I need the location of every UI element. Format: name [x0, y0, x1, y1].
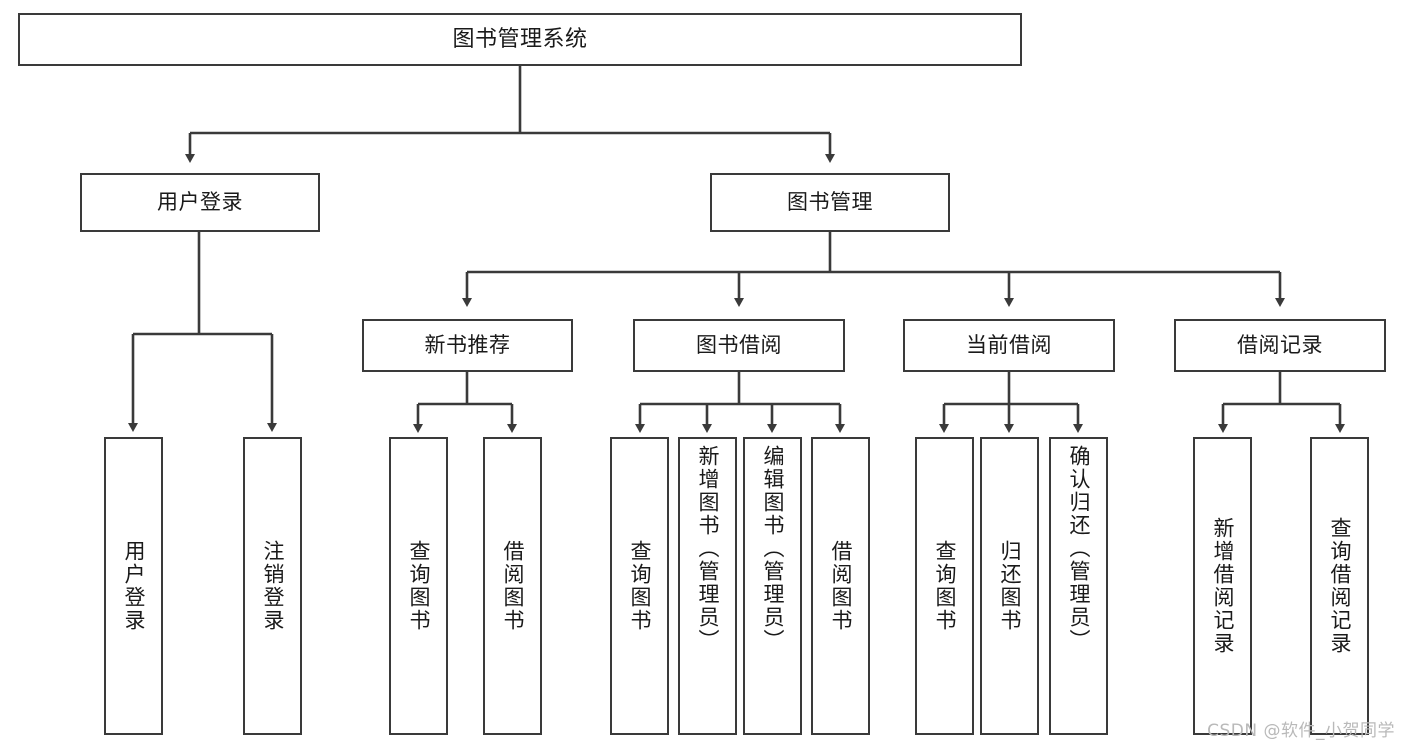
node-label: 用户登录 [122, 540, 146, 632]
node-label: 编辑图书（管理员） [761, 445, 785, 652]
csdn-watermark: CSDN @软件_小贺同学 [1207, 721, 1395, 741]
node-current-borrow[interactable]: 当前借阅 [903, 319, 1115, 372]
leaf-query-book-current[interactable]: 查询图书 [915, 437, 974, 735]
leaf-borrow-book-new[interactable]: 借阅图书 [483, 437, 542, 735]
leaf-add-borrow-record[interactable]: 新增借阅记录 [1193, 437, 1252, 735]
node-book-borrow[interactable]: 图书借阅 [633, 319, 845, 372]
node-label: 借阅记录 [1237, 333, 1323, 358]
node-label: 归还图书 [998, 540, 1022, 632]
node-new-book-recommend[interactable]: 新书推荐 [362, 319, 573, 372]
leaf-query-book-borrow[interactable]: 查询图书 [610, 437, 669, 735]
node-label: 新增图书（管理员） [696, 445, 720, 652]
leaf-user-login[interactable]: 用户登录 [104, 437, 163, 735]
node-label: 查询图书 [407, 540, 431, 632]
node-label: 图书管理 [787, 190, 873, 215]
node-label: 新书推荐 [424, 333, 511, 358]
node-label: 当前借阅 [966, 333, 1052, 358]
leaf-query-book-new[interactable]: 查询图书 [389, 437, 448, 735]
node-label: 查询图书 [628, 540, 652, 632]
leaf-borrow-book-borrow[interactable]: 借阅图书 [811, 437, 870, 735]
node-label: 查询图书 [933, 540, 957, 632]
node-label: 查询借阅记录 [1328, 517, 1352, 655]
leaf-edit-book[interactable]: 编辑图书（管理员） [743, 437, 802, 735]
node-label: 图书借阅 [696, 333, 782, 358]
leaf-query-borrow-record[interactable]: 查询借阅记录 [1310, 437, 1369, 735]
node-borrow-record[interactable]: 借阅记录 [1174, 319, 1386, 372]
leaf-logout-login[interactable]: 注销登录 [243, 437, 302, 735]
node-label: 确认归还（管理员） [1067, 445, 1091, 652]
node-label: 用户登录 [157, 190, 243, 215]
node-user-login[interactable]: 用户登录 [80, 173, 320, 232]
node-root-book-management-system[interactable]: 图书管理系统 [18, 13, 1022, 66]
node-book-management[interactable]: 图书管理 [710, 173, 950, 232]
node-label: 图书管理系统 [452, 26, 588, 52]
node-label: 注销登录 [261, 540, 285, 632]
leaf-add-book[interactable]: 新增图书（管理员） [678, 437, 737, 735]
node-label: 借阅图书 [501, 540, 525, 632]
node-label: 借阅图书 [829, 540, 853, 632]
node-label: 新增借阅记录 [1211, 517, 1235, 655]
leaf-return-book[interactable]: 归还图书 [980, 437, 1039, 735]
leaf-confirm-return[interactable]: 确认归还（管理员） [1049, 437, 1108, 735]
